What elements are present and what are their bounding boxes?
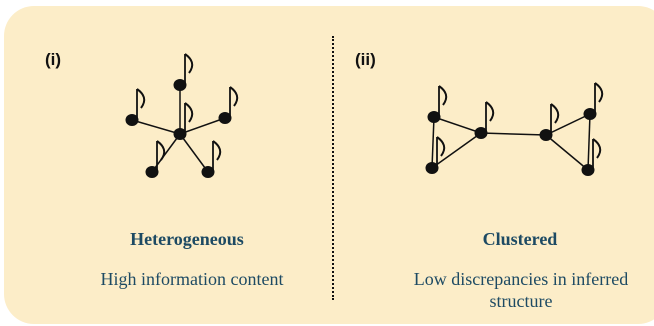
diagram-background bbox=[4, 6, 654, 324]
heterogeneous-description: High information content bbox=[100, 269, 284, 289]
heterogeneous-title: Heterogeneous bbox=[130, 229, 244, 249]
music-note-icon bbox=[425, 136, 446, 174]
graph-edge bbox=[131, 119, 181, 135]
music-note-icon bbox=[218, 86, 239, 124]
graph-edge bbox=[179, 117, 226, 135]
graph-edge bbox=[179, 133, 209, 173]
clustered-description: Low discrepancies in inferred structure bbox=[413, 269, 629, 311]
graph-edge bbox=[431, 116, 435, 169]
clustered-graph bbox=[425, 82, 604, 176]
music-note-icon bbox=[173, 102, 194, 140]
dotted-divider bbox=[332, 36, 334, 300]
music-note-icon bbox=[427, 85, 448, 123]
graph-edge bbox=[431, 132, 482, 169]
music-note-icon bbox=[201, 140, 222, 178]
music-note-icon bbox=[539, 103, 560, 141]
music-note-icon bbox=[583, 82, 604, 120]
graph-edge bbox=[587, 113, 591, 171]
clustered-title: Clustered bbox=[482, 229, 558, 249]
music-note-icon bbox=[145, 140, 166, 178]
music-note-icon bbox=[581, 138, 602, 176]
music-note-icon bbox=[474, 101, 495, 139]
graph-edge bbox=[545, 134, 589, 171]
music-note-icon bbox=[173, 53, 194, 91]
music-note-icon bbox=[125, 88, 146, 126]
panel-label-i: (i) bbox=[45, 50, 62, 69]
panel-label-ii: (ii) bbox=[355, 50, 376, 69]
graph-edge bbox=[480, 132, 547, 136]
graph-edge bbox=[545, 113, 591, 136]
heterogeneous-graph bbox=[125, 53, 239, 178]
graph-edge bbox=[433, 116, 482, 134]
